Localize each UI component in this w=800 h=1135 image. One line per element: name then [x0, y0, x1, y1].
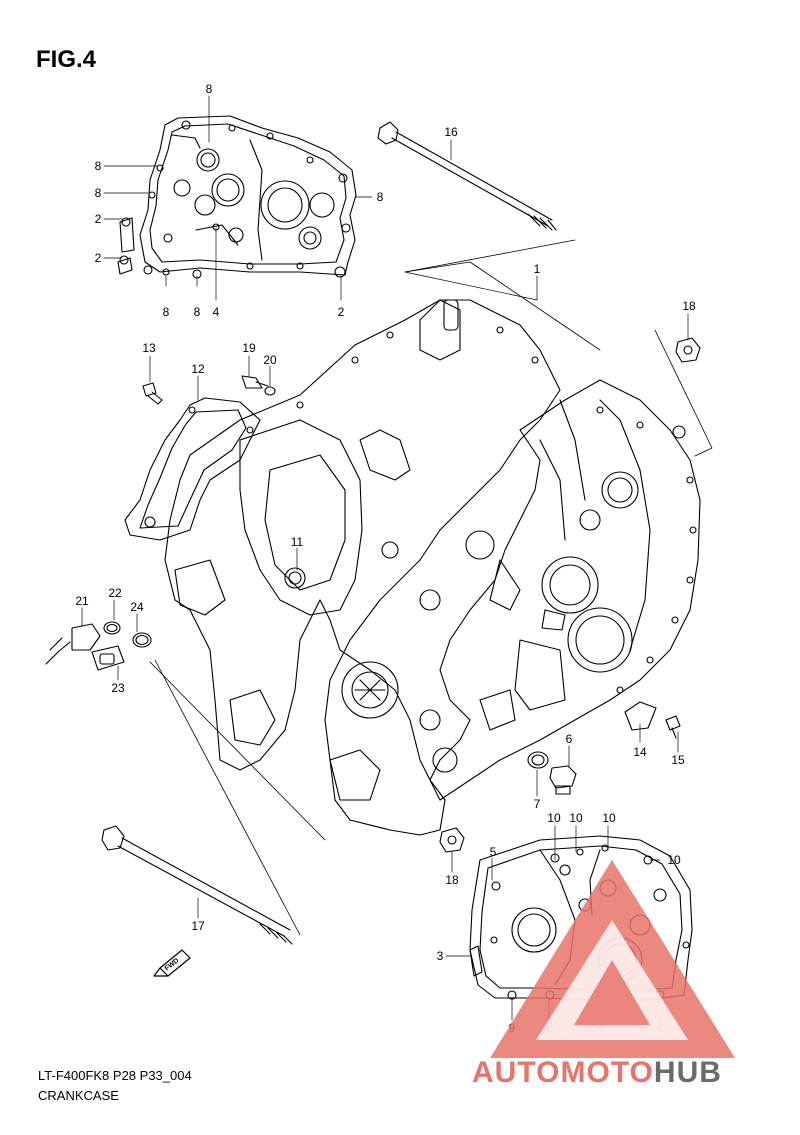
plate-14: [624, 701, 657, 731]
figure-name: CRANKCASE: [38, 1088, 119, 1103]
callout-8: 8: [206, 82, 213, 96]
callout-19: 19: [242, 341, 256, 355]
fwd-arrow: [153, 949, 191, 977]
callout-8: 8: [95, 159, 102, 173]
watermark-text-main: AUTOMOTOHUB: [472, 1056, 722, 1089]
callout-3: 3: [437, 949, 444, 963]
callout-10: 10: [547, 811, 561, 825]
callout-18: 18: [445, 873, 459, 887]
callout-14: 14: [633, 745, 647, 759]
bolt-15: [665, 715, 681, 739]
callout-22: 22: [108, 586, 122, 600]
gasket-12: [124, 397, 261, 541]
callout-18: 18: [682, 299, 696, 313]
callout-12: 12: [191, 362, 205, 376]
switch-21: [45, 623, 101, 665]
left-crankcase-inset: [117, 115, 357, 279]
callout-13: 13: [142, 341, 156, 355]
washer-24: [132, 632, 152, 648]
figure-title: FIG.4: [36, 46, 97, 73]
callout-24: 24: [130, 600, 144, 614]
callout-10: 10: [602, 811, 616, 825]
sensor-23: [91, 645, 125, 671]
plug-6: [549, 765, 577, 795]
callout-21: 21: [75, 594, 89, 608]
bolt-13: [142, 382, 163, 405]
fwd-label: FWD: [164, 957, 181, 972]
callout-11: 11: [291, 535, 304, 549]
callout-8: 8: [194, 305, 201, 319]
callout-20: 20: [263, 353, 277, 367]
nut-18-top: [675, 337, 701, 363]
callout-8: 8: [377, 190, 384, 204]
callout-10: 10: [569, 811, 583, 825]
sensor-19: [241, 375, 269, 389]
callout-15: 15: [671, 753, 685, 767]
callout-8: 8: [163, 305, 170, 319]
figure-code: LT-F400FK8 P28 P33_004: [38, 1068, 192, 1083]
callout-6: 6: [566, 732, 573, 746]
washer-22: [103, 621, 121, 635]
callout-5: 5: [490, 845, 497, 859]
callout-8: 8: [95, 186, 102, 200]
callout-2: 2: [95, 251, 102, 265]
callout-17: 17: [191, 919, 205, 933]
callout-2: 2: [95, 212, 102, 226]
callout-7: 7: [534, 797, 541, 811]
nut-18-bottom: [439, 827, 465, 853]
callout-1: 1: [534, 262, 541, 276]
long-bolt-17: [101, 825, 293, 945]
long-bolt-16: [377, 121, 557, 231]
callout-16: 16: [444, 125, 458, 139]
callout-2: 2: [338, 305, 345, 319]
washer-7: [527, 751, 549, 769]
callout-23: 23: [111, 681, 125, 695]
callout-10: 10: [667, 853, 681, 867]
main-crankcase: [164, 299, 701, 836]
callout-4: 4: [213, 305, 220, 319]
washer-20: [264, 386, 276, 396]
watermark-logo: AUTOMOTOHUB: [472, 860, 735, 1089]
